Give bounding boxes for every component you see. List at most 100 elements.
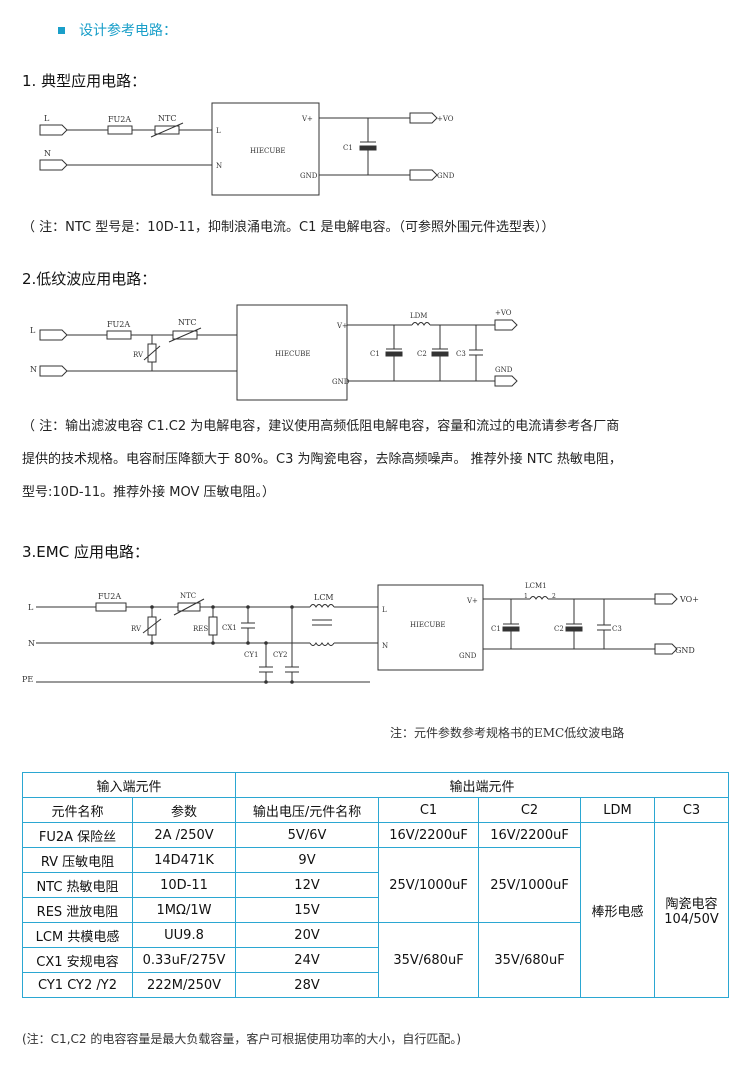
c2-module-name: HIECUBE [275, 350, 311, 358]
c1-cap-label: C1 [343, 144, 353, 152]
section-title: 设计参考电路： [58, 20, 177, 40]
c3-ntc-label: NTC [180, 592, 196, 600]
table-cell: LCM 共模电感 [22, 922, 133, 948]
c1-module-vplus: V+ [301, 115, 313, 123]
c3-lcm-label: LCM [314, 593, 334, 602]
column-header: C2 [478, 797, 582, 823]
column-header: C1 [378, 797, 480, 823]
c1-out-gnd: GND [437, 172, 455, 180]
c3-fuse-label: FU2A [98, 592, 121, 601]
c2-rv-label: RV [133, 351, 144, 359]
table-cell: 222M/250V [131, 972, 237, 998]
c3-res-label: RES [193, 625, 208, 633]
c3-label-L: L [28, 603, 34, 612]
circuit3-diagram: L N PE FU2A NTC RV RES CX1 CY1 CY2 LCM L… [22, 582, 699, 684]
table-cell: 1MΩ/1W [131, 897, 237, 923]
table-cell: CX1 安规电容 [22, 947, 133, 973]
c3-value-line-2: 104/50V [664, 912, 719, 927]
c3-lcm1-label: LCM1 [525, 582, 547, 590]
table-cell: RES 泄放电阻 [22, 897, 133, 923]
c2-c3-label: C3 [456, 350, 466, 358]
c3-label-PE: PE [22, 675, 33, 684]
c3-module-vplus: V+ [466, 597, 478, 605]
c3-module-N: N [382, 642, 388, 650]
c2-c2-label: C2 [417, 350, 427, 358]
footer-note: (注：C1,C2 的电容容量是最大负载容量，客户可根据使用功率的大小，自行匹配。… [22, 1032, 462, 1046]
c3-value-cell: 陶瓷电容 104/50V [654, 822, 730, 998]
c3-out-vo: VO+ [679, 595, 699, 604]
circuit1-note: （ 注：NTC 型号是：10D-11，抑制浪涌电流。C1 是电解电容。（可参照外… [22, 220, 555, 235]
circuit2-diagram: L N FU2A NTC RV HIECUBE V+ GND LDM C1 C2… [30, 304, 518, 401]
c3-module-name: HIECUBE [410, 621, 446, 629]
table-header-row: 元件名称 参数 输出电压/元件名称 C1 C2 LDM C3 [22, 797, 730, 823]
group-output-header: 输出端元件 [235, 772, 730, 798]
c1-label-L: L [44, 114, 50, 123]
c1-module-N: N [216, 162, 222, 170]
c2-out-vo: +VO [495, 309, 512, 317]
circuit1-diagram: L N FU2A NTC L N HIECUBE V+ GND C1 +VO G… [39, 102, 455, 196]
c1-label-N: N [44, 149, 51, 158]
c1-module-L: L [216, 127, 221, 135]
c3-cy2-label: CY2 [273, 651, 287, 659]
circuit2-note-line-2: 提供的技术规格。电容耐压降额大于 80%。C3 为陶瓷电容，去除高频噪声。 推荐… [22, 452, 622, 467]
c2-value-cell: 16V/2200uF [478, 822, 582, 848]
table-cell: NTC 热敏电阻 [22, 872, 133, 898]
c2-label-N: N [30, 365, 37, 374]
table-cell: 28V [235, 972, 380, 998]
circuit3-caption: 注：元件参数参考规格书的EMC低纹波电路 [390, 726, 625, 740]
c3-label-N: N [28, 639, 35, 648]
table-row: FU2A 保险丝 2A /250V 5V/6V 16V/2200uF 16V/2… [22, 822, 730, 998]
c3-value-line-1: 陶瓷电容 [665, 897, 718, 912]
square-bullet-icon [58, 26, 65, 34]
c1-out-vo: +VO [437, 115, 454, 123]
c1-fuse-label: FU2A [108, 115, 131, 124]
c3-out-gnd: GND [675, 646, 695, 655]
column-header: 元件名称 [22, 797, 133, 823]
c2-ntc-label: NTC [178, 318, 196, 327]
table-cell: CY1 CY2 /Y2 [22, 972, 133, 998]
component-spec-table: 输入端元件 输出端元件 元件名称 参数 输出电压/元件名称 C1 C2 LDM … [21, 772, 730, 998]
c3-pin2-label: 2 [552, 593, 556, 600]
c2-ldm-label: LDM [410, 312, 427, 320]
table-row: RV 压敏电阻 14D471K 9V 25V/1000uF 25V/1000uF [22, 847, 729, 923]
column-header: 输出电压/元件名称 [235, 797, 380, 823]
table-row: CX1 安规电容 0.33uF/275V 24V [22, 947, 729, 973]
table-row: CY1 CY2 /Y2 222M/250V 28V [22, 972, 729, 998]
table-cell: 5V/6V [235, 822, 380, 848]
column-header: C3 [654, 797, 730, 823]
table-row: NTC 热敏电阻 10D-11 12V [22, 872, 729, 898]
c2-c1-label: C1 [370, 350, 380, 358]
table-cell: 2A /250V [131, 822, 237, 848]
circuit2-note-line-3: 型号:10D-11。推荐外接 MOV 压敏电阻。） [22, 485, 276, 500]
table-cell: RV 压敏电阻 [22, 847, 133, 873]
c3-cx1-label: CX1 [222, 624, 237, 632]
c3-c2-label: C2 [554, 625, 564, 633]
c1-module-name: HIECUBE [250, 147, 286, 155]
c3-cy1-label: CY1 [244, 651, 258, 659]
c1-ntc-label: NTC [158, 114, 176, 123]
c3-c1-label: C1 [491, 625, 501, 633]
c1-value-cell: 16V/2200uF [378, 822, 480, 848]
c2-label-L: L [30, 326, 36, 335]
circuit2-note: （ 注：输出滤波电容 C1.C2 为电解电容，建议使用高频低阻电解电容，容量和流… [22, 410, 622, 509]
table-cell: 10D-11 [131, 872, 237, 898]
c2-module-gnd: GND [332, 378, 350, 386]
table-cell: 14D471K [131, 847, 237, 873]
c1-value-cell: 25V/1000uF [378, 847, 480, 923]
table-row: LCM 共模电感 UU9.8 20V 35V/680uF 35V/680uF [22, 922, 729, 998]
group-input-header: 输入端元件 [21, 772, 237, 798]
table-cell: 24V [235, 947, 380, 973]
table-group-header-row: 输入端元件 输出端元件 [21, 772, 730, 798]
c1-module-gnd: GND [300, 172, 318, 180]
table-cell: 12V [235, 872, 380, 898]
c2-out-gnd: GND [495, 366, 513, 374]
c3-module-L: L [382, 606, 387, 614]
c3-pin1-label: 1 [524, 593, 528, 600]
c3-rv-label: RV [131, 625, 142, 633]
c1-value-cell: 35V/680uF [378, 922, 480, 998]
c2-value-cell: 25V/1000uF [478, 847, 582, 923]
c2-module-vplus: V+ [336, 322, 348, 330]
circuit2-note-line-1: （ 注：输出滤波电容 C1.C2 为电解电容，建议使用高频低阻电解电容，容量和流… [22, 419, 620, 434]
table-cell: FU2A 保险丝 [22, 822, 133, 848]
table-cell: 15V [235, 897, 380, 923]
